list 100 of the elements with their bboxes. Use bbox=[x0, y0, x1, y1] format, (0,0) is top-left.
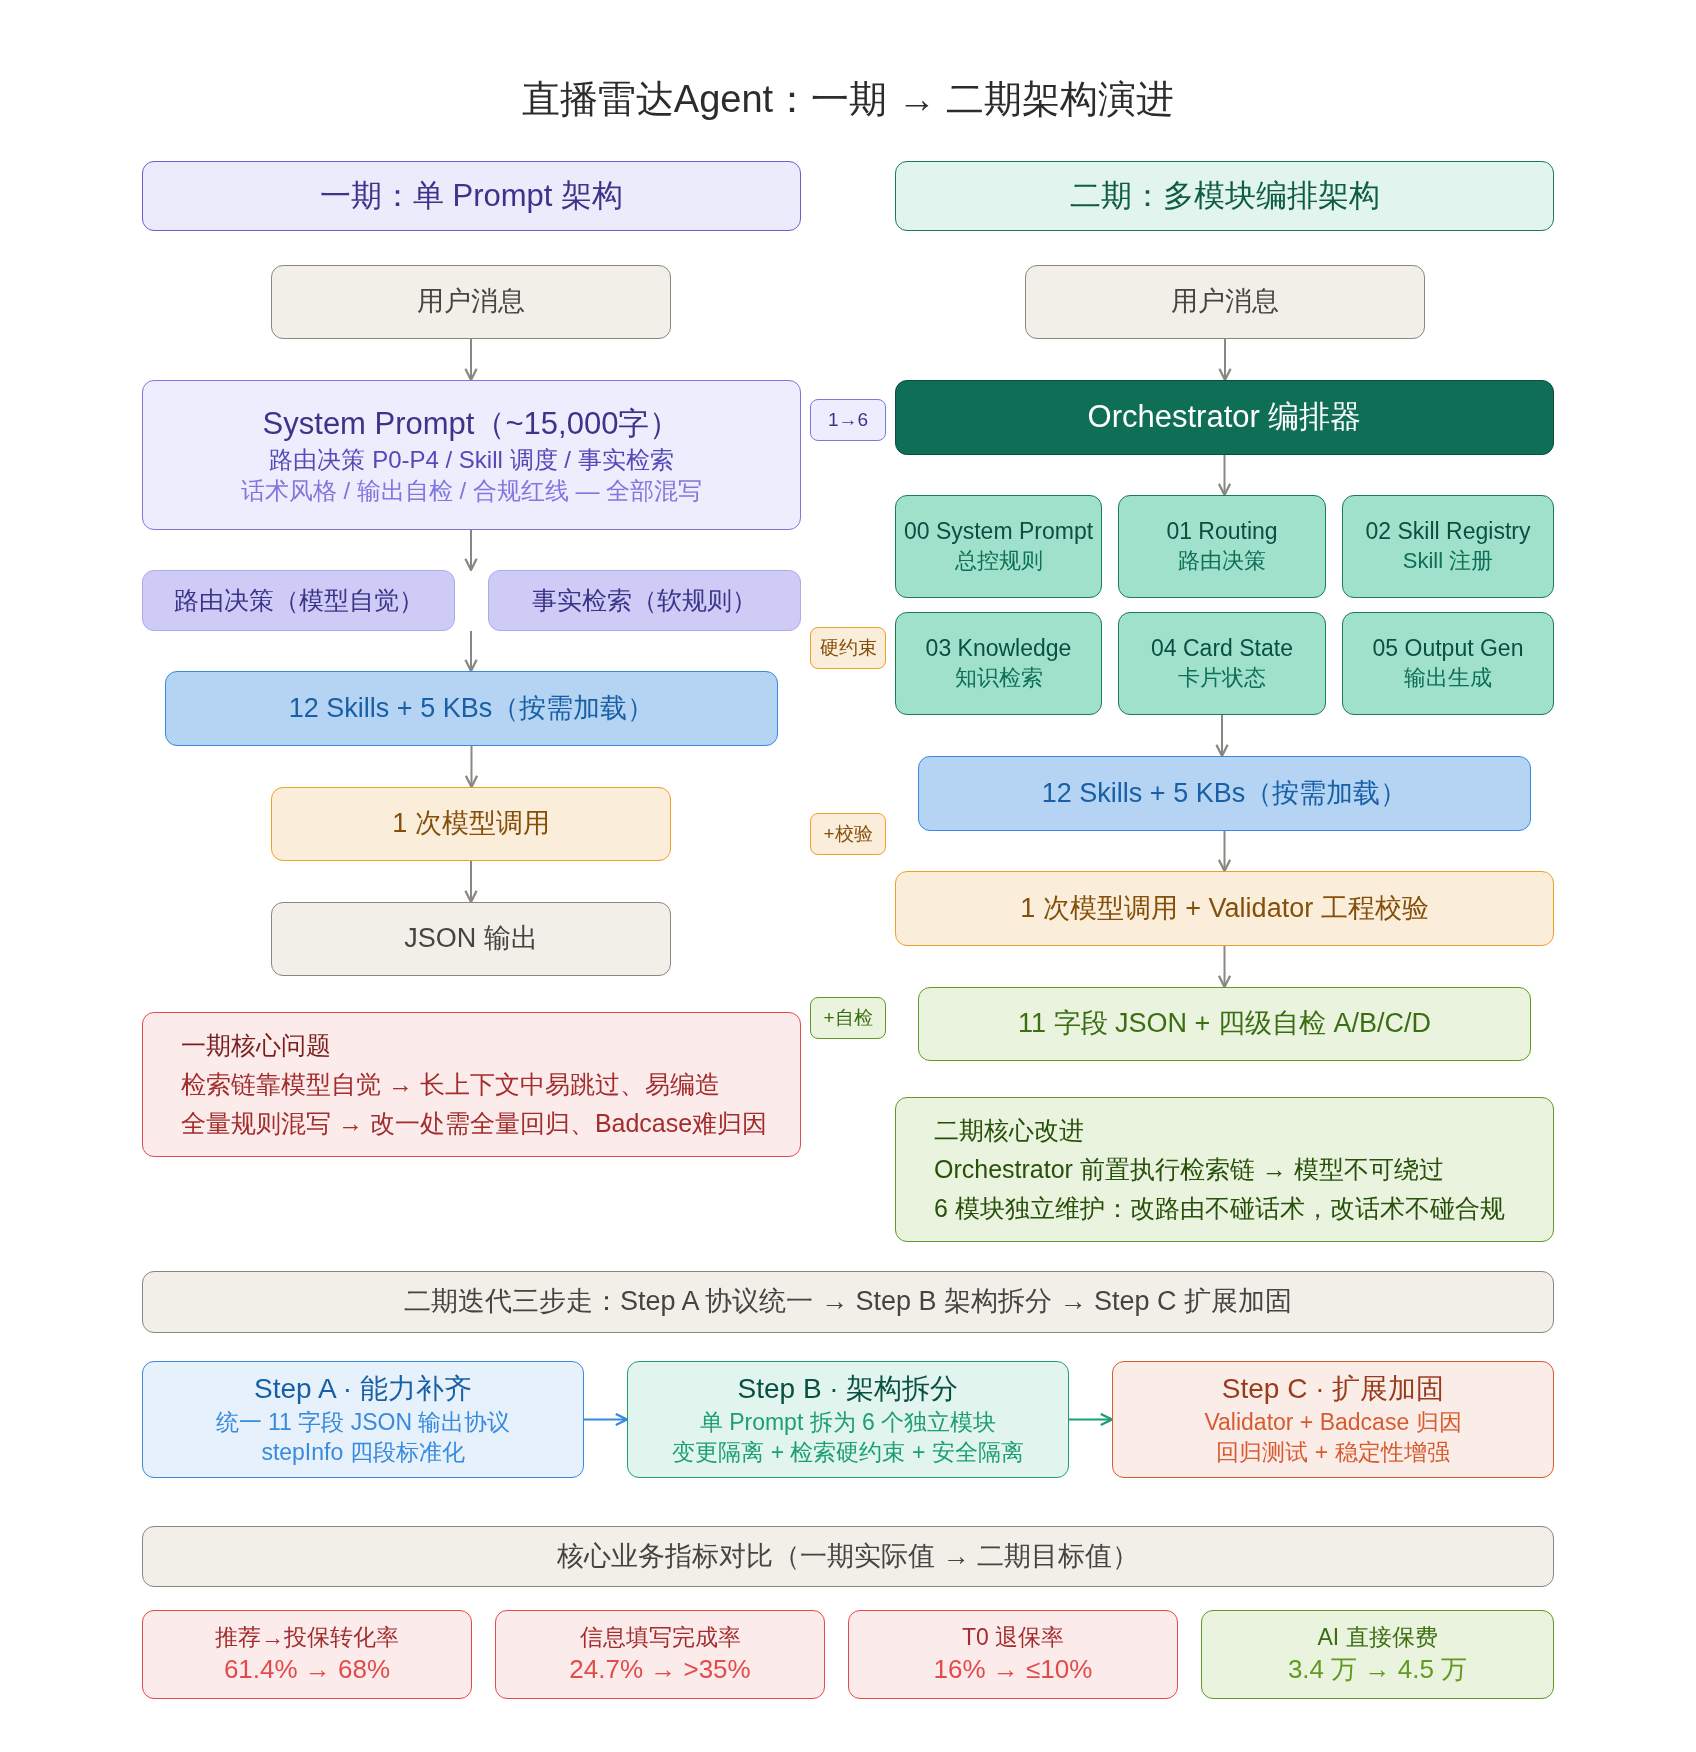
process-box bbox=[1025, 265, 1425, 339]
title: 直播雷达Agent：一期 → 二期架构演进 bbox=[521, 77, 1175, 122]
process-box bbox=[895, 380, 1554, 455]
metric-value: 3.4 万 → 4.5 万 bbox=[1287, 1652, 1468, 1686]
box-title: 12 Skills + 5 KBs（按需加载） bbox=[1041, 776, 1408, 810]
note-box bbox=[895, 1097, 1554, 1242]
step-text: 统一 11 字段 JSON 输出协议 bbox=[215, 1407, 511, 1437]
arrow bbox=[1217, 454, 1232, 497]
metric-card bbox=[1201, 1610, 1554, 1699]
step-box bbox=[142, 1361, 584, 1478]
process-box bbox=[918, 756, 1531, 831]
step-title: Step B · 架构拆分 bbox=[737, 1372, 959, 1407]
box-title: System Prompt（~15,000字） bbox=[262, 404, 681, 443]
module-text: 输出生成 bbox=[1404, 664, 1492, 693]
note-text: Orchestrator 前置执行检索链 → 模型不可绕过 bbox=[934, 1154, 1444, 1186]
module-box bbox=[1118, 495, 1326, 598]
module-text: 知识检索 bbox=[954, 664, 1043, 693]
box-title: 路由决策（模型自觉） bbox=[173, 585, 424, 617]
process-box bbox=[271, 902, 671, 976]
badge bbox=[810, 399, 886, 441]
note-text: 全量规则混写 → 改一处需全量回归、Badcase难归因 bbox=[181, 1107, 768, 1139]
box-title: 11 字段 JSON + 四级自检 A/B/C/D bbox=[1018, 1007, 1431, 1041]
process-box bbox=[165, 671, 778, 746]
process-box bbox=[271, 265, 671, 339]
module-title: 02 Skill Registry bbox=[1365, 517, 1531, 547]
note-title: 二期核心改进 bbox=[934, 1115, 1084, 1147]
badge-text: +校验 bbox=[823, 821, 873, 846]
box-title: 用户消息 bbox=[417, 285, 525, 319]
arrow bbox=[1215, 714, 1229, 758]
module-title: 00 System Prompt bbox=[903, 517, 1094, 547]
box-text: 话术风格 / 输出自检 / 合规红线 — 全部混写 bbox=[240, 476, 703, 507]
module-text: 路由决策 bbox=[1178, 547, 1266, 576]
header-text: 二期：多模块编排架构 bbox=[1069, 176, 1380, 215]
metric-card bbox=[495, 1610, 825, 1699]
module-box bbox=[895, 495, 1102, 598]
step-text: Validator + Badcase 归因 bbox=[1204, 1407, 1462, 1437]
note-title: 一期核心问题 bbox=[181, 1030, 331, 1062]
step-title: Step A · 能力补齐 bbox=[254, 1372, 472, 1407]
box-text: 路由决策 P0-P4 / Skill 调度 / 事实检索 bbox=[269, 444, 674, 475]
metric-label: AI 直接保费 bbox=[1317, 1622, 1438, 1652]
note-text: 6 模块独立维护：改路由不碰话术，改话术不碰合规 bbox=[934, 1192, 1505, 1224]
metric-card bbox=[848, 1610, 1178, 1699]
process-box bbox=[271, 787, 671, 861]
module-text: 卡片状态 bbox=[1178, 664, 1266, 693]
module-title: 03 Knowledge bbox=[925, 634, 1072, 664]
process-box bbox=[918, 987, 1531, 1061]
arrow bbox=[464, 860, 478, 904]
step-text: 单 Prompt 拆为 6 个独立模块 bbox=[699, 1407, 997, 1437]
badge-text: 1→6 bbox=[827, 407, 869, 432]
step-box bbox=[627, 1361, 1069, 1478]
arrow bbox=[464, 529, 478, 572]
box-title: 12 Skills + 5 KBs（按需加载） bbox=[288, 691, 655, 725]
module-title: 04 Card State bbox=[1151, 634, 1293, 664]
arrow bbox=[464, 630, 478, 673]
badge bbox=[810, 627, 886, 669]
metric-card bbox=[142, 1610, 472, 1699]
note-text: 检索链靠模型自觉 → 长上下文中易跳过、易编造 bbox=[181, 1069, 720, 1101]
step-text: 回归测试 + 稳定性增强 bbox=[1216, 1437, 1450, 1467]
box-title: 1 次模型调用 + Validator 工程校验 bbox=[1020, 891, 1429, 925]
header-box bbox=[895, 161, 1554, 231]
arrow bbox=[1218, 338, 1232, 382]
box-title: Orchestrator 编排器 bbox=[1087, 398, 1362, 437]
process-box bbox=[142, 570, 455, 631]
module-title: 01 Routing bbox=[1166, 517, 1278, 547]
arrow bbox=[464, 745, 479, 789]
module-box bbox=[1342, 612, 1554, 715]
step-title: Step C · 扩展加固 bbox=[1221, 1372, 1445, 1407]
box-title: 事实检索（软规则） bbox=[532, 585, 757, 617]
process-box bbox=[895, 871, 1554, 946]
module-text: Skill 注册 bbox=[1402, 547, 1494, 576]
process-box bbox=[488, 570, 801, 631]
metric-label: 推荐→投保转化率 bbox=[215, 1622, 399, 1652]
banner-text: 核心业务指标对比（一期实际值 → 二期目标值） bbox=[557, 1539, 1139, 1573]
module-title: 05 Output Gen bbox=[1372, 634, 1524, 664]
step-box bbox=[1112, 1361, 1554, 1478]
step-text: 变更隔离 + 检索硬约束 + 安全隔离 bbox=[672, 1437, 1024, 1467]
arrow bbox=[1217, 945, 1232, 989]
banner bbox=[142, 1271, 1554, 1333]
box-title: JSON 输出 bbox=[404, 922, 538, 956]
metric-value: 16% → ≤10% bbox=[933, 1652, 1093, 1686]
badge bbox=[810, 997, 886, 1039]
header-box bbox=[142, 161, 801, 231]
box-title: 用户消息 bbox=[1171, 285, 1279, 319]
arrow bbox=[1217, 830, 1232, 873]
note-box bbox=[142, 1012, 801, 1157]
badge bbox=[810, 813, 886, 855]
arrow bbox=[464, 338, 478, 382]
arrow bbox=[1068, 1412, 1114, 1427]
metric-label: 信息填写完成率 bbox=[579, 1622, 741, 1652]
badge-text: +自检 bbox=[823, 1005, 873, 1030]
step-text: stepInfo 四段标准化 bbox=[261, 1437, 465, 1467]
badge-text: 硬约束 bbox=[819, 635, 877, 660]
metric-value: 61.4% → 68% bbox=[223, 1652, 391, 1686]
metric-label: T0 退保率 bbox=[961, 1622, 1065, 1652]
process-box bbox=[142, 380, 801, 530]
module-box bbox=[1342, 495, 1554, 598]
box-title: 1 次模型调用 bbox=[392, 807, 550, 841]
metric-value: 24.7% → >35% bbox=[569, 1652, 751, 1686]
arrow bbox=[583, 1412, 629, 1427]
module-box bbox=[895, 612, 1102, 715]
